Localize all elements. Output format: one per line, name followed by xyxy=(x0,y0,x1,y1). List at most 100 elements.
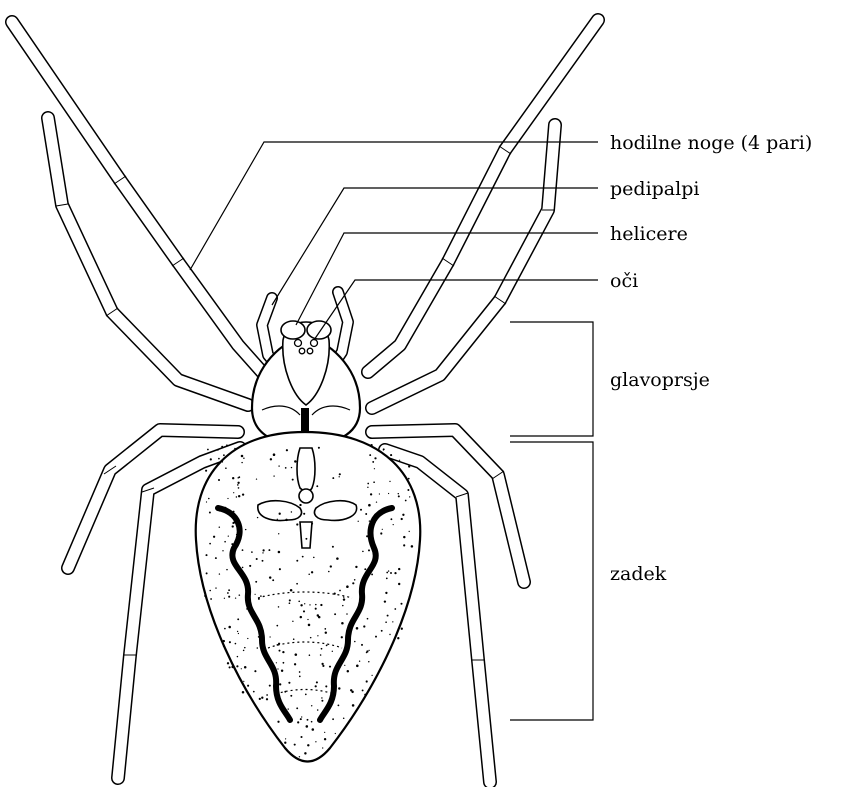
stipple-dot xyxy=(374,457,376,459)
label-cephalothorax: glavoprsje xyxy=(610,369,710,391)
stipple-dot xyxy=(289,602,291,604)
stipple-dot xyxy=(356,665,359,668)
stipple-dot xyxy=(394,572,396,574)
stipple-dot xyxy=(288,682,290,684)
stipple-dot xyxy=(259,698,261,700)
stipple-dot xyxy=(299,504,301,506)
stipple-dot xyxy=(318,616,321,619)
stipple-dot xyxy=(354,579,356,581)
stipple-dot xyxy=(359,661,360,662)
stipple-dot xyxy=(300,604,302,606)
stipple-dot xyxy=(339,590,341,592)
stipple-dot xyxy=(291,511,292,512)
stipple-dot xyxy=(320,654,322,656)
stipple-dot xyxy=(218,458,220,460)
stipple-dot xyxy=(303,513,305,515)
stipple-dot xyxy=(233,511,235,513)
stipple-dot xyxy=(237,631,238,632)
stipple-dot xyxy=(322,665,324,667)
stipple-dot xyxy=(303,610,305,612)
stipple-dot xyxy=(368,504,371,507)
stipple-dot xyxy=(341,636,343,638)
stipple-dot xyxy=(360,509,362,511)
stipple-dot xyxy=(320,604,322,606)
label-chelicerae: helicere xyxy=(610,223,688,245)
stipple-dot xyxy=(224,598,225,599)
stipple-dot xyxy=(232,525,234,527)
stipple-dot xyxy=(207,449,209,451)
stipple-dot xyxy=(321,663,323,665)
stipple-dot xyxy=(350,689,352,691)
stipple-dot xyxy=(409,531,410,532)
stipple-dot xyxy=(305,538,307,540)
bracket-cephalothorax xyxy=(510,322,593,436)
stipple-dot xyxy=(232,477,234,479)
stipple-dot xyxy=(361,644,363,646)
stipple-dot xyxy=(330,565,332,567)
stipple-dot xyxy=(281,670,283,672)
stipple-dot xyxy=(219,526,220,527)
stipple-dot xyxy=(311,721,313,723)
stipple-dot xyxy=(293,638,295,640)
stipple-dot xyxy=(270,458,272,460)
stipple-dot xyxy=(366,652,367,653)
stipple-dot xyxy=(273,475,274,476)
stipple-dot xyxy=(285,467,287,469)
stipple-dot xyxy=(255,581,257,583)
stipple-dot xyxy=(229,666,231,668)
label-pedipalps: pedipalpi xyxy=(610,178,699,200)
stipple-dot xyxy=(222,461,223,462)
stipple-dot xyxy=(243,650,245,652)
stipple-dot xyxy=(342,605,343,606)
stipple-dot xyxy=(223,645,225,647)
labels: hodilne noge (4 pari) pedipalpi helicere… xyxy=(610,132,812,585)
stipple-dot xyxy=(398,583,400,585)
stipple-dot xyxy=(332,477,334,479)
stipple-dot xyxy=(288,708,289,709)
stipple-dot xyxy=(399,460,400,461)
stipple-dot xyxy=(316,681,318,683)
stipple-dot xyxy=(373,481,375,483)
stipple-dot xyxy=(335,733,336,734)
stipple-dot xyxy=(385,592,387,594)
leg-right-2 xyxy=(372,125,555,408)
stipple-dot xyxy=(241,668,242,669)
stipple-dot xyxy=(380,532,382,534)
stipple-dot xyxy=(237,618,239,620)
stipple-dot xyxy=(336,557,339,560)
stipple-dot xyxy=(343,597,344,598)
stipple-dot xyxy=(213,536,215,538)
stipple-dot xyxy=(210,598,212,600)
stipple-dot xyxy=(238,633,239,634)
stipple-dot xyxy=(392,621,393,622)
stipple-dot xyxy=(229,641,231,643)
stipple-dot xyxy=(237,482,239,484)
stipple-dot xyxy=(315,741,316,742)
label-abdomen: zadek xyxy=(610,563,667,585)
stipple-dot xyxy=(388,509,389,510)
stipple-dot xyxy=(367,618,369,620)
stipple-dot xyxy=(290,695,292,697)
stipple-dot xyxy=(321,697,322,698)
stipple-dot xyxy=(261,697,263,699)
stipple-dot xyxy=(290,589,293,592)
stipple-dot xyxy=(321,700,323,702)
stipple-dot xyxy=(295,653,298,656)
stipple-dot xyxy=(228,589,230,591)
stipple-dot xyxy=(273,453,276,456)
stipple-dot xyxy=(398,495,400,497)
stipple-dot xyxy=(223,454,225,456)
stipple-dot xyxy=(257,647,259,649)
stipple-dot xyxy=(408,478,410,480)
stipple-dot xyxy=(390,572,392,574)
stipple-dot xyxy=(384,600,386,602)
stipple-dot xyxy=(346,613,348,615)
stipple-dot xyxy=(403,544,405,546)
stipple-dot xyxy=(402,514,404,516)
stipple-dot xyxy=(374,468,375,469)
stipple-dot xyxy=(347,646,350,649)
stipple-dot xyxy=(369,454,371,456)
stipple-dot xyxy=(401,518,403,520)
stipple-dot xyxy=(308,624,311,627)
